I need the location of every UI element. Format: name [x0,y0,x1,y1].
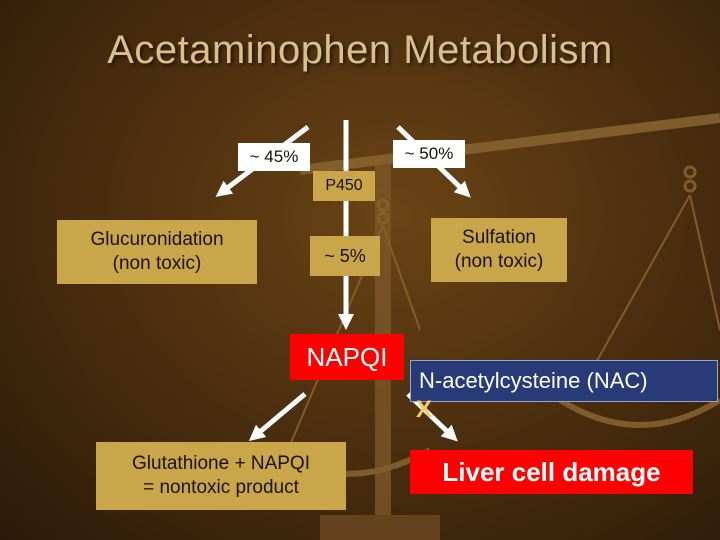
napqi-box: NAPQI [290,334,404,380]
glutathione-note: = nontoxic product [143,477,299,498]
page-title: Acetaminophen Metabolism [107,28,613,72]
nac-box: N-acetylcysteine (NAC) [410,360,718,402]
sulfation-box: Sulfation (non toxic) [431,218,567,282]
p450-label: P450 [313,171,375,201]
nac-text: N-acetylcysteine (NAC) [419,368,648,394]
percent-50-label: ~ 50% [393,140,465,168]
sulfation-title: Sulfation [462,227,536,249]
arrow-to-glutathione [248,392,307,442]
block-x-mark: X [416,396,433,423]
liver-damage-text: Liver cell damage [442,456,661,487]
percent-45-label: ~ 45% [238,143,310,171]
percent-50-text: ~ 50% [404,144,454,164]
glucuronidation-title: Glucuronidation [90,229,224,251]
sulfation-note: (non toxic) [454,251,544,272]
napqi-text: NAPQI [306,341,388,372]
glutathione-title: Glutathione + NAPQI [132,453,310,475]
percent-5-label: ~ 5% [310,236,380,276]
percent-45-text: ~ 45% [249,147,299,167]
glucuronidation-box: Glucuronidation (non toxic) [57,220,257,284]
p450-text: P450 [325,177,363,194]
liver-damage-box: Liver cell damage [410,450,693,494]
glutathione-box: Glutathione + NAPQI = nontoxic product [96,442,346,510]
percent-5-text: ~ 5% [324,245,366,266]
glucuronidation-note: (non toxic) [112,253,202,274]
